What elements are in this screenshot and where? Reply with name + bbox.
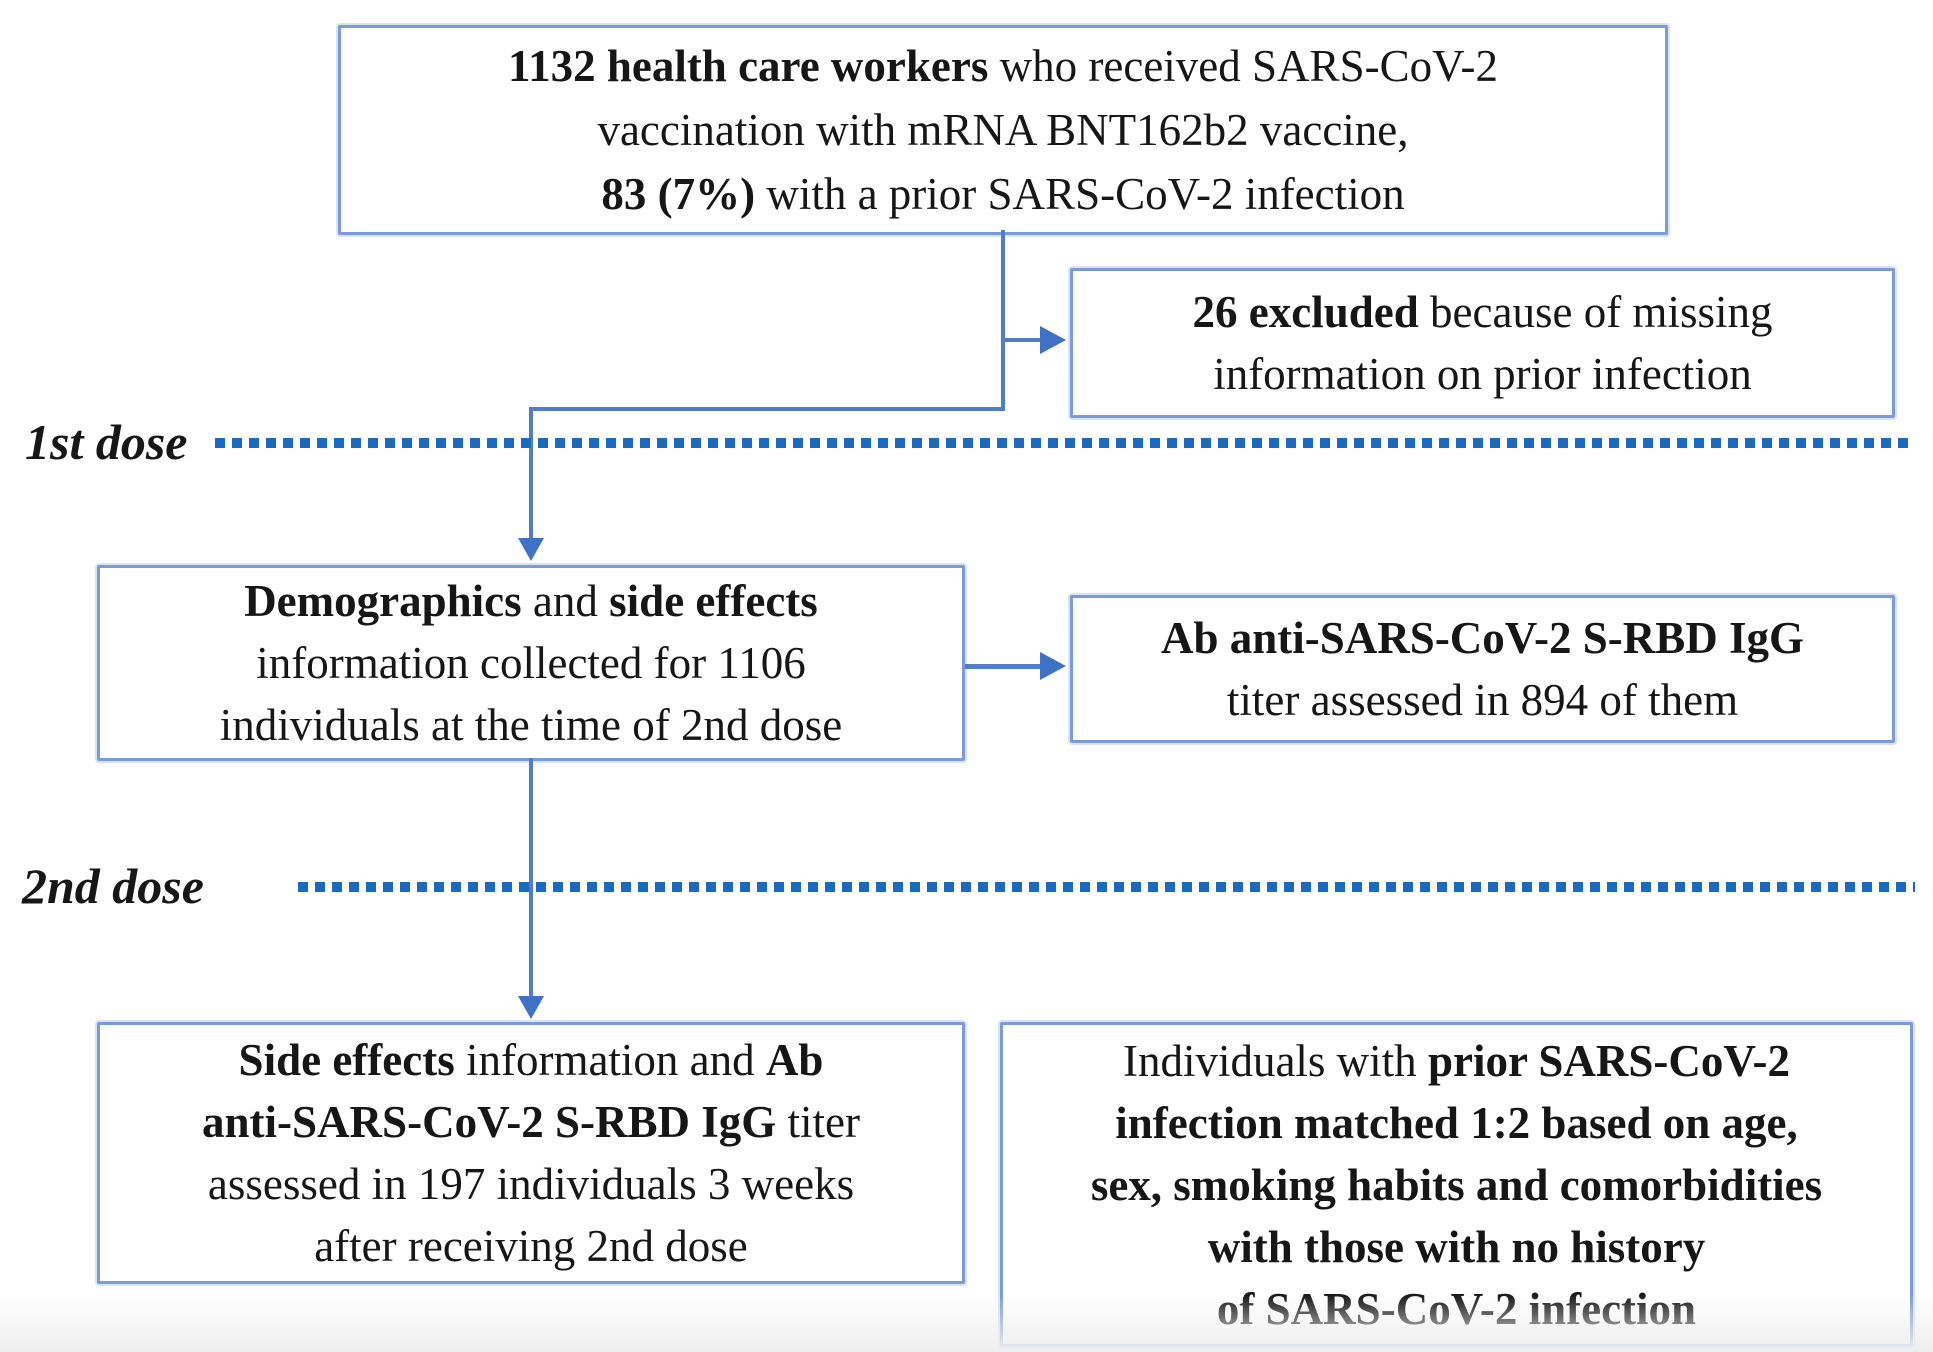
followup-line-4: after receiving 2nd dose <box>314 1215 748 1277</box>
followup-ab-keyword-1: Ab <box>765 1035 824 1085</box>
connector-branch-excluded <box>1003 338 1041 342</box>
demographics-line-1: Demographics and side effects <box>244 570 818 632</box>
matching-ratio-text: infection matched 1:2 based on age, <box>1115 1097 1798 1148</box>
arrowhead-down-bottom-left-icon <box>518 996 544 1019</box>
followup-ab-keyword-2: anti-SARS-CoV-2 S-RBD IgG <box>202 1097 788 1147</box>
followup-count-text: assessed in 197 individuals 3 weeks <box>207 1159 855 1209</box>
enrollment-text: who received SARS-CoV-2 <box>999 41 1498 91</box>
connector-down-demographics <box>529 407 533 540</box>
followup-line-1: Side effects information and Ab <box>239 1029 824 1091</box>
enrollment-line-2: vaccination with mRNA BNT162b2 vaccine, <box>597 98 1408 162</box>
ab-titer-count-text: titer assessed in 894 of them <box>1226 675 1739 725</box>
excluded-reason: because of missing <box>1430 287 1773 337</box>
enrollment-line-3: 83 (7%) with a prior SARS-CoV-2 infectio… <box>601 162 1404 226</box>
demographics-line-2: information collected for 1106 <box>256 632 805 694</box>
connector-jog-left <box>529 407 1005 411</box>
connector-demographics-ab <box>965 664 1040 669</box>
flow-box-excluded: 26 excluded because of missing informati… <box>1070 268 1895 418</box>
page-bottom-fade <box>0 1294 1933 1352</box>
matching-individuals-text: Individuals with <box>1122 1035 1428 1086</box>
enrollment-count: 1132 health care workers <box>508 41 1000 91</box>
connector-down-bottom-left <box>529 758 533 998</box>
matching-line-1: Individuals with prior SARS-CoV-2 <box>1123 1030 1790 1092</box>
arrowhead-right-excluded-icon <box>1040 326 1066 354</box>
first-dose-timeline <box>215 438 1915 448</box>
excluded-line-2: information on prior infection <box>1213 343 1752 405</box>
connector-enrollment-down <box>1001 230 1005 411</box>
first-dose-label: 1st dose <box>25 414 188 470</box>
ab-titer-line-1: Ab anti-SARS-CoV-2 S-RBD IgG <box>1161 607 1804 669</box>
matching-line-3: sex, smoking habits and comorbidities <box>1091 1154 1822 1216</box>
second-dose-timeline <box>298 882 1915 892</box>
followup-line-2: anti-SARS-CoV-2 S-RBD IgG titer <box>202 1091 860 1153</box>
flow-box-enrollment: 1132 health care workers who received SA… <box>338 25 1668 235</box>
demographics-keyword: Demographics <box>244 576 533 626</box>
arrowhead-right-ab-icon <box>1040 652 1066 680</box>
enrollment-vaccine-text: vaccination with mRNA BNT162b2 vaccine, <box>597 105 1409 155</box>
second-dose-label: 2nd dose <box>22 858 204 914</box>
prior-infection-count: 83 (7%) <box>601 169 767 219</box>
followup-timing-text: after receiving 2nd dose <box>314 1221 748 1271</box>
demographics-count-text: information collected for 1106 <box>256 638 806 688</box>
followup-line-3: assessed in 197 individuals 3 weeks <box>208 1153 854 1215</box>
excluded-line-1: 26 excluded because of missing <box>1193 281 1773 343</box>
flow-box-matching: Individuals with prior SARS-CoV-2 infect… <box>1000 1022 1913 1347</box>
arrowhead-down-demographics-icon <box>518 538 544 561</box>
demographics-timing-text: individuals at the time of 2nd dose <box>219 700 843 750</box>
flow-box-demographics: Demographics and side effects informatio… <box>97 565 965 761</box>
demographics-line-3: individuals at the time of 2nd dose <box>220 694 842 756</box>
matching-prior-keyword: prior SARS-CoV-2 <box>1427 1035 1791 1086</box>
ab-titer-line-2: titer assessed in 894 of them <box>1227 669 1738 731</box>
followup-titer-text: titer <box>787 1097 860 1147</box>
enrollment-line-1: 1132 health care workers who received SA… <box>508 34 1498 98</box>
followup-info-text: information and <box>465 1035 766 1085</box>
demographics-and: and <box>532 576 610 626</box>
excluded-reason-2: information on prior infection <box>1213 349 1752 399</box>
flow-box-ab-titer: Ab anti-SARS-CoV-2 S-RBD IgG titer asses… <box>1070 595 1895 743</box>
flow-box-followup: Side effects information and Ab anti-SAR… <box>97 1022 965 1284</box>
matching-line-4: with those with no history <box>1208 1216 1706 1278</box>
side-effects-keyword: side effects <box>609 576 818 626</box>
matching-line-2: infection matched 1:2 based on age, <box>1115 1092 1797 1154</box>
matching-criteria-text: sex, smoking habits and comorbidities <box>1090 1159 1823 1210</box>
excluded-count: 26 excluded <box>1192 287 1431 337</box>
ab-titer-keyword: Ab anti-SARS-CoV-2 S-RBD IgG <box>1161 613 1804 663</box>
prior-infection-text: with a prior SARS-CoV-2 infection <box>766 169 1405 219</box>
matching-control-text-1: with those with no history <box>1207 1221 1706 1272</box>
followup-side-effects-keyword: Side effects <box>238 1035 466 1085</box>
